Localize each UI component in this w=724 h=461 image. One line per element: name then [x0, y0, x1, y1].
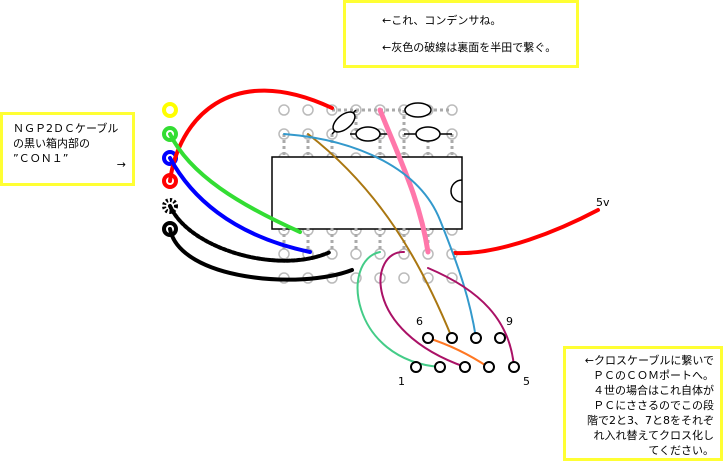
db9-pin — [446, 332, 458, 344]
wire-pink — [377, 107, 431, 255]
wire-magenta-1 — [379, 250, 466, 368]
label-pin9: 9 — [506, 315, 513, 328]
legend-jumper-text: ←灰色の破線は裏面を半田で繋ぐ。 — [382, 41, 557, 54]
wire-magenta-2 — [427, 267, 515, 368]
perfboard-hole — [278, 248, 290, 260]
cross-cable-note-line: ＰＣのＣＯＭポートへ。 — [593, 369, 714, 382]
legend-note: ←これ、コンデンサね。 ←灰色の破線は裏面を半田で繋ぐ。 — [343, 0, 579, 68]
db9-connector — [410, 332, 520, 373]
wire-blue — [168, 156, 312, 254]
connector-note-line: ”ＣＯＮ１” — [13, 152, 69, 165]
connector-note-line: ＮＧＰ2ＤＣケーブル — [13, 122, 119, 135]
capacitor-2 — [404, 102, 432, 118]
connector-pins — [162, 102, 178, 237]
cross-cable-note-line: ４世の場合はこれ自体が — [593, 384, 714, 397]
wires — [168, 88, 600, 368]
ic-chip-notch — [450, 179, 463, 203]
db9-pin — [422, 332, 434, 344]
cross-cable-note: ←クロスケーブルに繋いで ＰＣのＣＯＭポートへ。 ４世の場合はこれ自体が ＰＣに… — [563, 346, 723, 461]
connector-note: ＮＧＰ2ＤＣケーブル の黒い箱内部の ”ＣＯＮ１” → — [0, 112, 135, 186]
label-pin1: 1 — [398, 375, 405, 388]
cross-cable-note-line: てください。 — [648, 444, 714, 457]
wire-green — [168, 132, 302, 234]
capacitor-4 — [415, 126, 441, 142]
db9-pin — [459, 361, 471, 373]
perfboard-hole — [398, 248, 410, 260]
perfboard-hole — [398, 272, 410, 284]
label-5v: 5v — [596, 196, 610, 209]
pin-yellow — [162, 102, 178, 118]
wire-red-power — [453, 208, 600, 256]
connector-note-line: の黒い箱内部の — [13, 137, 90, 150]
cross-cable-note-line: 階で2と3、7と8をそれぞ — [587, 414, 714, 427]
db9-pin — [470, 332, 482, 344]
capacitors — [331, 102, 452, 142]
db9-pin — [434, 361, 446, 373]
wire-cyan — [283, 133, 477, 339]
perfboard-hole — [302, 104, 314, 116]
connector-note-arrow: → — [116, 158, 126, 171]
capacitor-3 — [355, 126, 381, 142]
label-pin5: 5 — [523, 375, 530, 388]
wire-red-top — [168, 88, 334, 183]
perfboard-hole — [278, 104, 290, 116]
wire-dotted — [168, 204, 332, 263]
ic-chip — [271, 156, 463, 230]
db9-pin — [483, 361, 495, 373]
cross-cable-note-line: ←クロスケーブルに繋いで — [584, 354, 714, 367]
wire-lightgreen — [356, 251, 441, 368]
label-pin6: 6 — [416, 315, 423, 328]
wire-brown — [307, 133, 453, 339]
cross-cable-note-line: れ入れ替えてクロス化し — [593, 429, 714, 442]
wire-black — [168, 227, 354, 282]
cross-cable-note-line: ＰＣにささるのでこの段 — [593, 399, 714, 412]
legend-capacitor-text: ←これ、コンデンサね。 — [382, 14, 502, 27]
capacitor-1 — [332, 111, 356, 133]
perfboard-hole — [350, 248, 362, 260]
db9-pin — [494, 332, 506, 344]
wire-orange — [427, 337, 489, 368]
db9-pin — [508, 361, 520, 373]
db9-pin — [410, 361, 422, 373]
